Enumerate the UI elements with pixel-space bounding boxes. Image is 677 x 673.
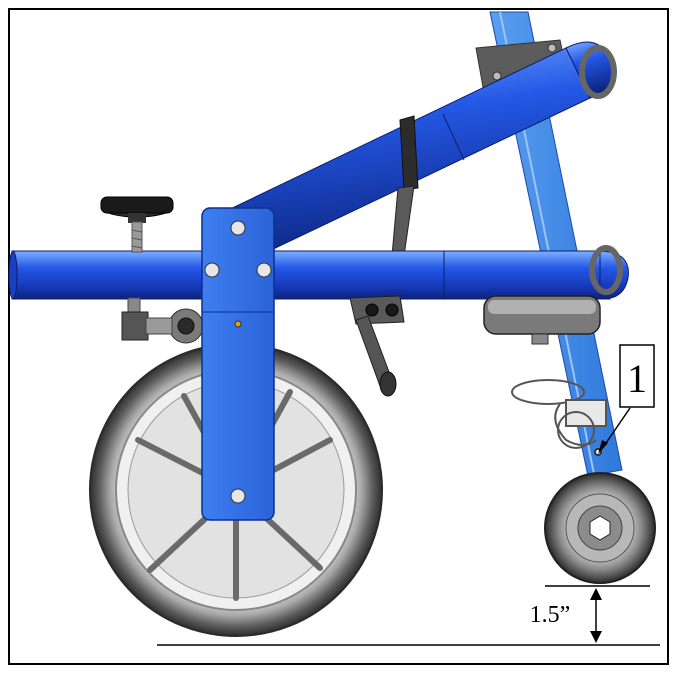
caster-wheel xyxy=(544,472,656,584)
border-frame xyxy=(8,8,669,665)
callout-number: 1 xyxy=(627,356,647,401)
brake-lever xyxy=(349,295,405,397)
horizontal-main-tube xyxy=(8,245,629,300)
dimension-label: 1.5” xyxy=(530,602,571,628)
screw-icon xyxy=(230,488,246,504)
side-plate xyxy=(201,207,275,521)
screw-icon xyxy=(204,262,220,278)
dimension-indicator xyxy=(157,585,660,646)
screw-icon xyxy=(230,220,246,236)
roller-bumper xyxy=(483,295,601,345)
screw-icon xyxy=(256,262,272,278)
spring-pin xyxy=(511,379,607,456)
tube-clamp xyxy=(121,297,204,344)
screw-icon xyxy=(234,320,242,328)
callout-1: 1 xyxy=(598,344,655,454)
knob-icon xyxy=(100,196,174,253)
